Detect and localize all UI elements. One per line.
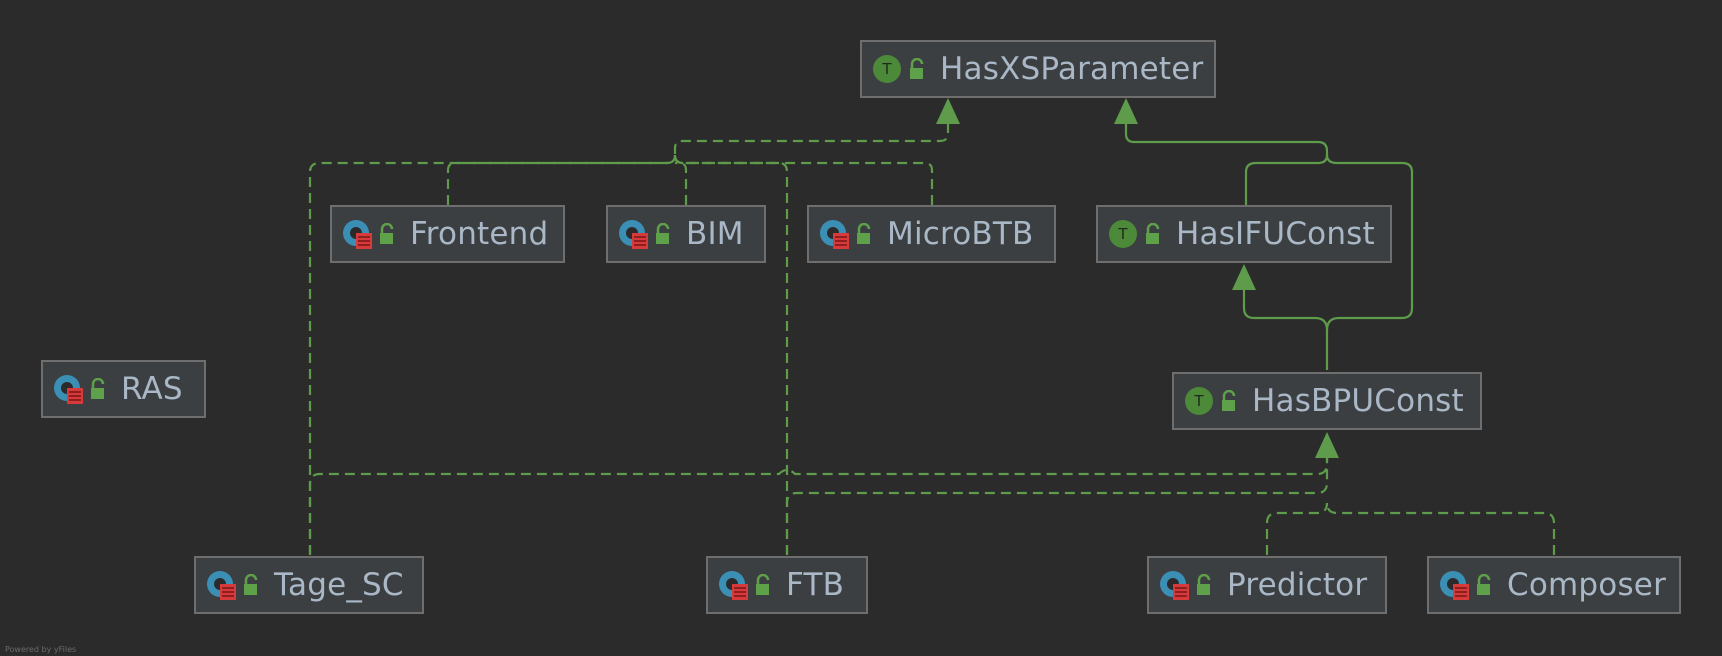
unlocked-icon <box>1477 574 1491 595</box>
unlocked-icon <box>380 223 394 244</box>
svg-text:T: T <box>1193 392 1204 410</box>
node-ras[interactable]: RAS <box>41 360 206 418</box>
edge-tagesc-to-hasxsparameter <box>308 154 677 555</box>
node-label: HasBPUConst <box>1252 383 1464 419</box>
edge-hasbpuconst-to-hasxsparameter <box>1325 154 1414 370</box>
node-label: BIM <box>686 216 744 252</box>
class-icon <box>719 571 748 600</box>
node-label: FTB <box>786 567 845 603</box>
trait-icon: T <box>1185 387 1213 415</box>
class-icon <box>619 220 648 249</box>
arrowhead-hasbpuconst <box>1315 432 1339 458</box>
node-composer[interactable]: Composer <box>1427 556 1681 614</box>
unlocked-icon <box>1197 574 1211 595</box>
trait-icon: T <box>873 55 901 83</box>
node-ftb[interactable]: FTB <box>706 556 868 614</box>
edge-composer-to-hasbpuconst <box>1325 502 1556 555</box>
edge-ftb-to-hasxsparameter <box>673 154 789 555</box>
unlocked-icon <box>244 574 258 595</box>
class-icon <box>54 375 83 404</box>
node-label: MicroBTB <box>887 216 1034 252</box>
unlocked-icon <box>756 574 770 595</box>
unlocked-icon <box>1146 223 1160 244</box>
node-label: Predictor <box>1227 567 1368 603</box>
edge-hasifuconst-to-hasxsparameter <box>1124 114 1329 205</box>
class-icon <box>343 220 372 249</box>
trait-icon: T <box>1109 220 1137 248</box>
svg-text:T: T <box>1117 225 1128 243</box>
unlocked-icon <box>91 378 105 399</box>
edge-frontend-to-hasxsparameter <box>446 114 950 205</box>
node-label: RAS <box>121 371 183 407</box>
node-frontend[interactable]: Frontend <box>330 205 565 263</box>
node-label: Tage_SC <box>274 567 404 603</box>
class-icon <box>1440 571 1469 600</box>
unlocked-icon <box>910 58 924 79</box>
node-tage-sc[interactable]: Tage_SC <box>194 556 424 614</box>
node-hasxsparameter[interactable]: T HasXSParameter <box>860 40 1216 98</box>
node-hasbpuconst[interactable]: T HasBPUConst <box>1172 372 1482 430</box>
arrowhead-hasxsparameter-right <box>1114 98 1138 124</box>
class-icon <box>207 571 236 600</box>
svg-text:T: T <box>881 60 892 78</box>
arrowhead-hasxsparameter-left <box>936 98 960 124</box>
class-icon <box>820 220 849 249</box>
unlocked-icon <box>656 223 670 244</box>
class-icon <box>1160 571 1189 600</box>
node-predictor[interactable]: Predictor <box>1147 556 1387 614</box>
edge-bim-to-hasxsparameter <box>675 161 688 205</box>
edge-tagesc-to-hasbpuconst <box>308 454 1329 555</box>
edge-ftb-to-hasbpuconst <box>785 454 1329 555</box>
edge-hasbpuconst-to-hasifuconst <box>1242 284 1329 331</box>
node-label: HasIFUConst <box>1176 216 1375 252</box>
edge-predictor-to-hasbpuconst <box>1265 502 1329 555</box>
node-label: HasXSParameter <box>940 51 1204 87</box>
arrowhead-hasifuconst <box>1232 264 1256 290</box>
footer-credit: Powered by yFiles <box>5 645 77 654</box>
node-label: Frontend <box>410 216 549 252</box>
unlocked-icon <box>1222 390 1236 411</box>
unlocked-icon <box>857 223 871 244</box>
node-label: Composer <box>1507 567 1667 603</box>
edge-microbtb-to-hasxsparameter <box>673 154 934 205</box>
node-bim[interactable]: BIM <box>606 205 766 263</box>
node-microbtb[interactable]: MicroBTB <box>807 205 1056 263</box>
node-hasifuconst[interactable]: T HasIFUConst <box>1096 205 1392 263</box>
